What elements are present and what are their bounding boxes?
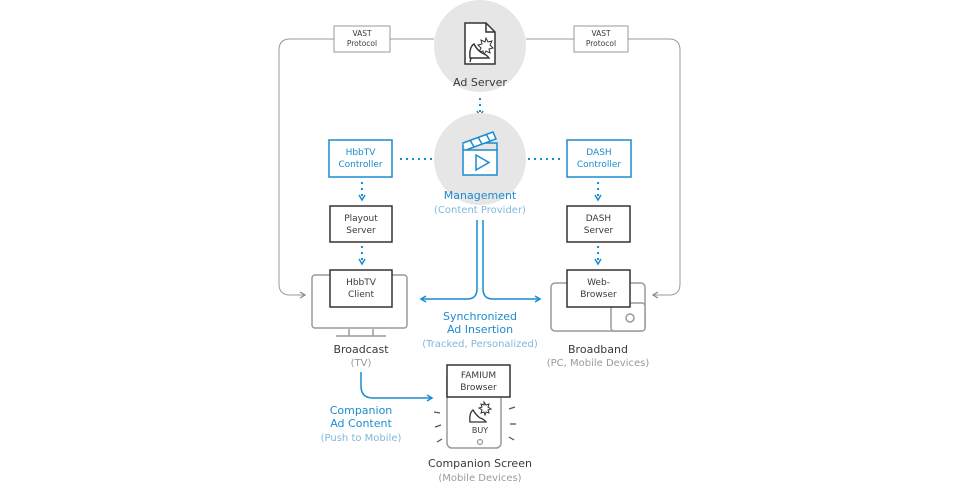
ad-server-node: Ad Server	[434, 0, 526, 92]
companion-ad-subtitle: (Push to Mobile)	[321, 433, 402, 444]
svg-text:VAST: VAST	[591, 29, 611, 38]
svg-text:VAST: VAST	[352, 29, 372, 38]
document-with-shoe-icon	[464, 22, 496, 65]
companion-ad-line1: Companion	[330, 404, 393, 417]
companion-screen-subtitle: (Mobile Devices)	[438, 473, 521, 484]
svg-text:Protocol: Protocol	[347, 39, 377, 48]
svg-text:Browser: Browser	[460, 383, 497, 393]
svg-text:HbbTV: HbbTV	[346, 278, 377, 288]
svg-text:Protocol: Protocol	[586, 39, 616, 48]
management-node: Management (Content Provider)	[434, 113, 526, 216]
svg-text:Browser: Browser	[580, 290, 617, 300]
svg-text:Playout: Playout	[344, 214, 378, 224]
svg-text:Controller: Controller	[338, 160, 383, 170]
vast-loop-right	[526, 38, 681, 299]
svg-text:DASH: DASH	[586, 148, 611, 158]
playout-server-box: Playout Server	[329, 205, 393, 243]
sync-subtitle: (Tracked, Personalized)	[422, 339, 538, 350]
management-title: Management	[444, 189, 517, 202]
hbbtv-client-box: HbbTV Client	[329, 269, 393, 308]
sync-title-line2: Ad Insertion	[447, 323, 513, 336]
ad-server-label: Ad Server	[453, 76, 507, 89]
broadband-subtitle: (PC, Mobile Devices)	[547, 358, 650, 369]
management-subtitle: (Content Provider)	[434, 205, 526, 216]
svg-text:HbbTV: HbbTV	[346, 148, 377, 158]
sync-arrow-right	[482, 220, 542, 303]
svg-text:Controller: Controller	[577, 160, 622, 170]
vast-protocol-right: VAST Protocol	[573, 25, 629, 53]
companion-arrow	[360, 372, 434, 402]
svg-text:DASH: DASH	[586, 214, 611, 224]
svg-text:FAMIUM: FAMIUM	[461, 371, 496, 381]
sync-arrow-left	[419, 220, 478, 303]
companion-screen-title: Companion Screen	[428, 457, 532, 470]
famium-browser-box: FAMIUM Browser	[446, 364, 511, 398]
vast-loop-left	[278, 38, 434, 299]
sync-title-line1: Synchronized	[443, 310, 517, 323]
broadcast-subtitle: (TV)	[351, 358, 372, 369]
companion-ad-line2: Ad Content	[330, 417, 392, 430]
vast-protocol-left: VAST Protocol	[333, 25, 391, 53]
buy-label: BUY	[472, 426, 488, 435]
hbbtv-controller-box: HbbTV Controller	[328, 139, 393, 178]
svg-text:Web-: Web-	[587, 278, 610, 288]
web-browser-box: Web- Browser	[566, 269, 631, 308]
svg-text:Client: Client	[348, 290, 375, 300]
dash-server-box: DASH Server	[566, 205, 631, 243]
clapperboard-play-icon	[462, 131, 498, 176]
dash-controller-box: DASH Controller	[566, 139, 632, 178]
svg-text:Server: Server	[346, 226, 376, 236]
broadband-title: Broadband	[568, 343, 628, 356]
svg-text:Server: Server	[584, 226, 614, 236]
broadcast-title: Broadcast	[333, 343, 389, 356]
